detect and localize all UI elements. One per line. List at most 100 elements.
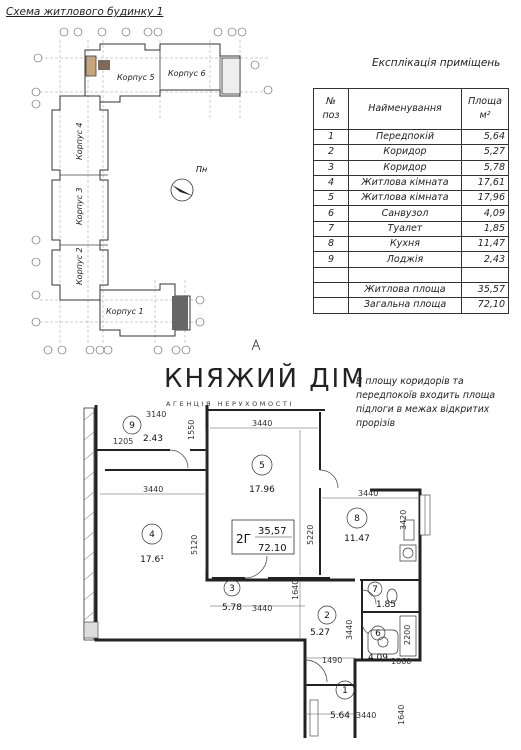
apartment-type: 2Г (236, 532, 251, 546)
dim-3440-b: 3440 (143, 485, 163, 494)
row-name: Лоджія (348, 251, 462, 268)
scheme-title: Схема житлового будинку 1 (6, 6, 164, 18)
total-area: 72,10 (461, 297, 509, 314)
dim-3420: 3420 (399, 510, 408, 530)
row-num: 1 (313, 128, 349, 146)
site-scheme (31, 27, 273, 355)
hatched-wall (83, 407, 99, 641)
row-name: Коридор (348, 159, 462, 176)
row-num: 8 (313, 236, 349, 253)
area-note: В площу коридорів та передпокоїв входить… (356, 376, 496, 429)
row-num: 3 (313, 159, 349, 176)
room-6-number: 6 (375, 629, 381, 639)
table-header-row: № поз Найменування Площа м² (313, 88, 509, 130)
room-6-area: 4.09 (368, 653, 388, 663)
north-arrow-icon: Пн (170, 165, 207, 202)
room-2-number: 2 (324, 611, 330, 621)
living-area: 35,57 (461, 281, 509, 299)
room-2-area: 5.27 (310, 628, 330, 638)
building-label-5: Корпус 5 (117, 73, 155, 82)
north-label: Пн (196, 165, 207, 174)
room-7-number: 7 (372, 585, 378, 595)
row-name: Кухня (348, 236, 462, 253)
room-3-area: 5.78 (222, 603, 242, 613)
room-8-number: 8 (354, 514, 360, 524)
dim-1205: 1205 (113, 437, 133, 446)
header-num: № поз (313, 88, 349, 130)
room-9-area: 2.43 (143, 434, 163, 444)
brand-name: КНЯЖИЙ ДІМ (164, 364, 366, 394)
row-name: Житлова кімната (348, 190, 462, 207)
room-5-area: 17.96 (249, 485, 275, 495)
table-row-empty (313, 266, 509, 283)
dim-3440-f: 3440 (356, 711, 376, 720)
building-label-1: Корпус 1 (106, 307, 144, 316)
room-8-area: 11.47 (344, 534, 370, 544)
building-label-4: Корпус 4 (75, 122, 84, 160)
building-label-3: Корпус 3 (75, 187, 84, 225)
dim-3440-c: 3440 (358, 489, 378, 498)
row-area: 5,78 (461, 159, 509, 176)
dim-2200: 2200 (403, 625, 412, 645)
apartment-total: 72.10 (258, 543, 287, 554)
dim-1640-b: 1640 (397, 705, 406, 725)
dim-5120: 5120 (190, 535, 199, 555)
apartment-living: 35,57 (258, 526, 287, 537)
floor-plan (83, 405, 431, 738)
building-label-6: Корпус 6 (168, 69, 206, 78)
row-num: 2 (313, 144, 349, 161)
dim-1640-a: 1640 (291, 580, 300, 600)
living-label: Житлова площа (348, 281, 462, 299)
dim-1550: 1550 (187, 420, 196, 440)
brand-logo-icon (251, 338, 261, 351)
building-label-2: Корпус 2 (75, 247, 84, 285)
room-1-number: 1 (342, 686, 348, 696)
row-area: 17,61 (461, 174, 509, 192)
room-1-area: 5.64 (330, 711, 350, 721)
row-area: 5,27 (461, 144, 509, 161)
dim-3440-d: 3440 (252, 604, 272, 613)
dim-3440-e: 3440 (345, 620, 354, 640)
room-4-number: 4 (149, 530, 155, 540)
room-3-number: 3 (229, 584, 235, 594)
dim-1490: 1490 (322, 656, 342, 665)
header-area: Площа м² (461, 88, 509, 130)
row-name: Передпокій (348, 128, 462, 146)
brand-tagline: АГЕНЦІЯ НЕРУХОМОСТІ (166, 400, 294, 408)
header-name: Найменування (348, 88, 462, 130)
apartment-badge: 2Г 35,57 72.10 (231, 519, 295, 555)
row-area: 17,96 (461, 190, 509, 207)
row-name: Санвузол (348, 205, 462, 222)
row-num: 9 (313, 251, 349, 268)
row-num: 7 (313, 220, 349, 238)
row-name: Туалет (348, 220, 462, 238)
row-num: 5 (313, 190, 349, 207)
row-name: Житлова кімната (348, 174, 462, 192)
total-label: Загальна площа (348, 297, 462, 314)
explication-title: Експлікація приміщень (372, 57, 501, 69)
room-4-area: 17.6¹ (140, 555, 164, 565)
row-area: 4,09 (461, 205, 509, 222)
room-9-number: 9 (129, 421, 135, 431)
row-area: 11,47 (461, 236, 509, 253)
room-5-number: 5 (259, 461, 265, 471)
dim-3440-a: 3440 (252, 419, 272, 428)
row-num: 4 (313, 174, 349, 192)
row-num: 6 (313, 205, 349, 222)
dim-1860: 1860 (391, 657, 411, 666)
row-area: 5,64 (461, 128, 509, 146)
row-name: Коридор (348, 144, 462, 161)
dim-5220: 5220 (306, 525, 315, 545)
room-7-area: 1.85 (376, 600, 396, 610)
